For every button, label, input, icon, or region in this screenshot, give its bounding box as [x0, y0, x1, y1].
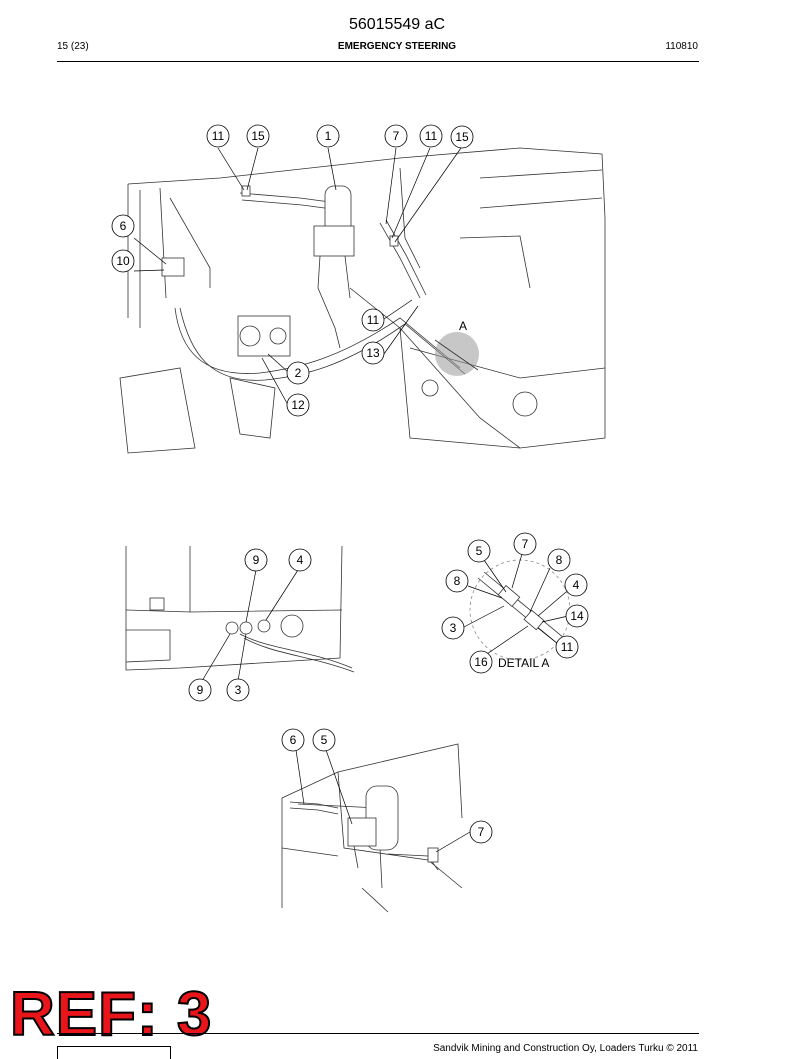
callout-8: 8 — [547, 548, 571, 572]
callout-label: 4 — [573, 578, 580, 592]
callout-15: 15 — [246, 124, 270, 148]
callout-5: 5 — [467, 539, 491, 563]
callout-label: 7 — [393, 129, 400, 143]
callout-15: 15 — [450, 125, 474, 149]
callout-label: 13 — [366, 346, 380, 360]
reference-stamp: REF: 3 — [9, 980, 213, 1049]
callout-12: 12 — [286, 393, 310, 417]
callout-label: 11 — [212, 129, 225, 143]
callout-3: 3 — [441, 616, 465, 640]
callout-9: 9 — [188, 678, 212, 702]
callout-14: 14 — [565, 604, 589, 628]
callout-1: 1 — [316, 124, 340, 148]
callout-6: 6 — [281, 728, 305, 752]
callout-label: 1 — [325, 129, 332, 143]
callout-label: 9 — [197, 683, 204, 697]
callout-label: 11 — [367, 313, 380, 327]
detail-a-drawing: 5 7 8 8 4 14 3 11 16 DETAIL A — [438, 532, 598, 682]
callout-label: 4 — [297, 553, 304, 567]
callout-11: 11 — [361, 308, 385, 332]
callout-label: 2 — [295, 366, 302, 380]
view-marker-a: A — [459, 319, 467, 333]
callout-16: 16 — [469, 650, 493, 674]
callout-7: 7 — [469, 820, 493, 844]
callout-6: 6 — [111, 214, 135, 238]
callout-2: 2 — [286, 361, 310, 385]
callout-11: 11 — [419, 124, 443, 148]
callout-label: 7 — [478, 825, 485, 839]
document-number: 56015549 aC — [348, 16, 446, 33]
callout-label: 3 — [235, 683, 242, 697]
footer-copyright: Sandvik Mining and Construction Oy, Load… — [433, 1043, 698, 1054]
callout-label: 11 — [425, 129, 438, 143]
callout-label: 8 — [556, 553, 563, 567]
callout-9: 9 — [244, 548, 268, 572]
callout-label: 10 — [116, 254, 130, 268]
callout-7: 7 — [513, 532, 537, 556]
callout-11: 11 — [206, 124, 230, 148]
callout-label: 11 — [561, 640, 574, 654]
header-rule — [57, 61, 699, 62]
callout-label: 6 — [120, 219, 127, 233]
callout-label: 5 — [321, 733, 328, 747]
callout-label: 8 — [454, 574, 461, 588]
callout-13: 13 — [361, 341, 385, 365]
callout-label: 6 — [290, 733, 297, 747]
accumulator-view-drawing: 6 5 7 — [278, 728, 498, 914]
callout-4: 4 — [564, 573, 588, 597]
callout-4: 4 — [288, 548, 312, 572]
callout-label: 5 — [476, 544, 483, 558]
callout-7: 7 — [384, 124, 408, 148]
section-title: EMERGENCY STEERING — [337, 41, 457, 52]
port-view-drawing: 9 4 9 3 — [120, 540, 360, 710]
callout-11: 11 — [555, 635, 579, 659]
callout-10: 10 — [111, 249, 135, 273]
callout-5: 5 — [312, 728, 336, 752]
callout-label: 9 — [253, 553, 260, 567]
callout-label: 15 — [455, 130, 469, 144]
callout-label: 16 — [474, 655, 488, 669]
document-date: 110810 — [665, 41, 698, 52]
callout-3: 3 — [226, 678, 250, 702]
callout-label: 3 — [450, 621, 457, 635]
callout-label: 12 — [291, 398, 305, 412]
footer-rule — [57, 1033, 699, 1034]
callout-label: 7 — [522, 537, 529, 551]
callout-8: 8 — [445, 569, 469, 593]
main-assembly-drawing: 11 15 1 7 11 15 6 10 11 13 2 12 A — [100, 118, 610, 463]
callout-label: 15 — [251, 129, 265, 143]
detail-a-label: DETAIL A — [498, 656, 549, 670]
callout-label: 14 — [570, 609, 584, 623]
page-count: 15 (23) — [57, 41, 89, 52]
